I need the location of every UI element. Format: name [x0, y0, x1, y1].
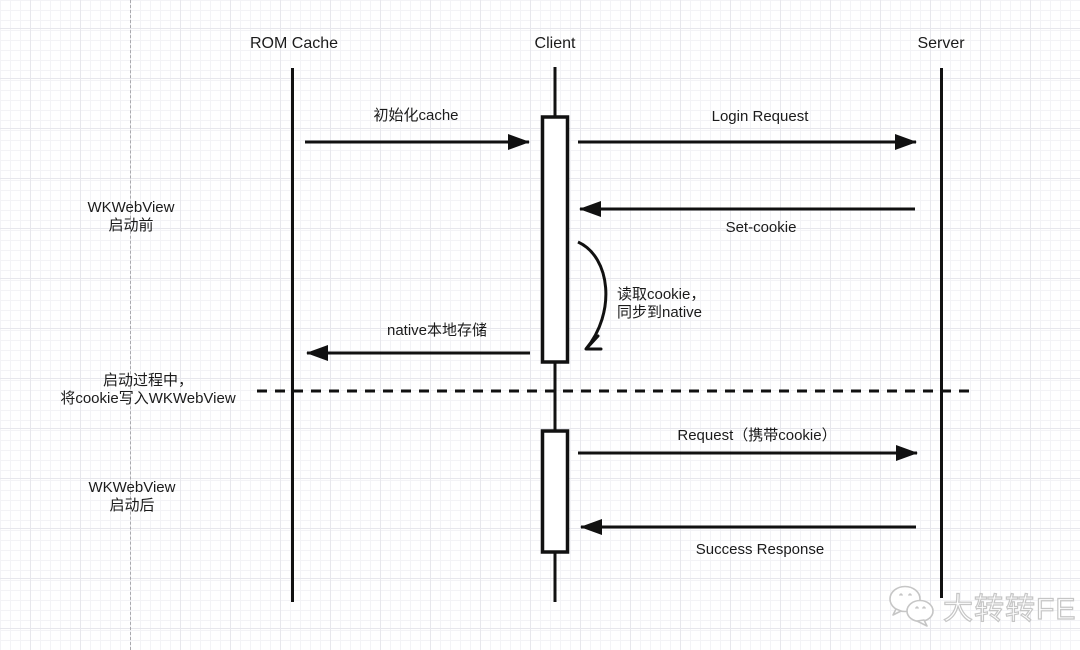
phase-during-line2: 将cookie写入WKWebView: [60, 390, 236, 407]
phase-after-line1: WKWebView: [88, 479, 176, 496]
phase-before-line1: WKWebView: [87, 199, 175, 216]
message-label-read-cookie-line2: 同步到native: [617, 304, 703, 321]
actor-label-client: Client: [534, 35, 576, 52]
page-guide-dashed-line: [130, 0, 131, 650]
message-label-request-with-cookie: Request（携带cookie）: [677, 427, 837, 444]
phase-label-after-launch: WKWebView 启动后: [89, 479, 176, 515]
watermark: 大转转FE: [884, 582, 1076, 630]
actor-label-rom-cache: ROM Cache: [249, 35, 339, 52]
arrow-read-cookie-selfloop-head: [584, 334, 603, 351]
arrow-read-cookie-selfloop: [577, 240, 608, 350]
message-label-read-cookie-line1: 读取cookie，: [617, 286, 706, 303]
message-label-set-cookie: Set-cookie: [725, 219, 797, 236]
client-activation-bar-1: [540, 115, 570, 364]
watermark-text: 大转转FE: [942, 592, 1077, 626]
client-activation-bar-2: [540, 429, 570, 554]
phase-before-line2: 启动前: [108, 217, 154, 234]
chat-bubbles-icon: [889, 585, 934, 627]
message-label-success-response: Success Response: [695, 541, 825, 558]
message-label-read-cookie: 读取cookie， 同步到native: [617, 286, 705, 322]
actor-label-server: Server: [917, 35, 965, 52]
phase-after-line2: 启动后: [109, 497, 155, 514]
message-label-native-store: native本地存储: [386, 322, 488, 339]
phase-during-line1: 启动过程中，: [102, 372, 193, 389]
phase-label-during-launch: 启动过程中， 将cookie写入WKWebView: [60, 372, 235, 408]
phase-label-before-launch: WKWebView 启动前: [88, 199, 175, 235]
message-label-init-cache: 初始化cache: [373, 107, 459, 124]
message-label-login-request: Login Request: [711, 108, 809, 125]
